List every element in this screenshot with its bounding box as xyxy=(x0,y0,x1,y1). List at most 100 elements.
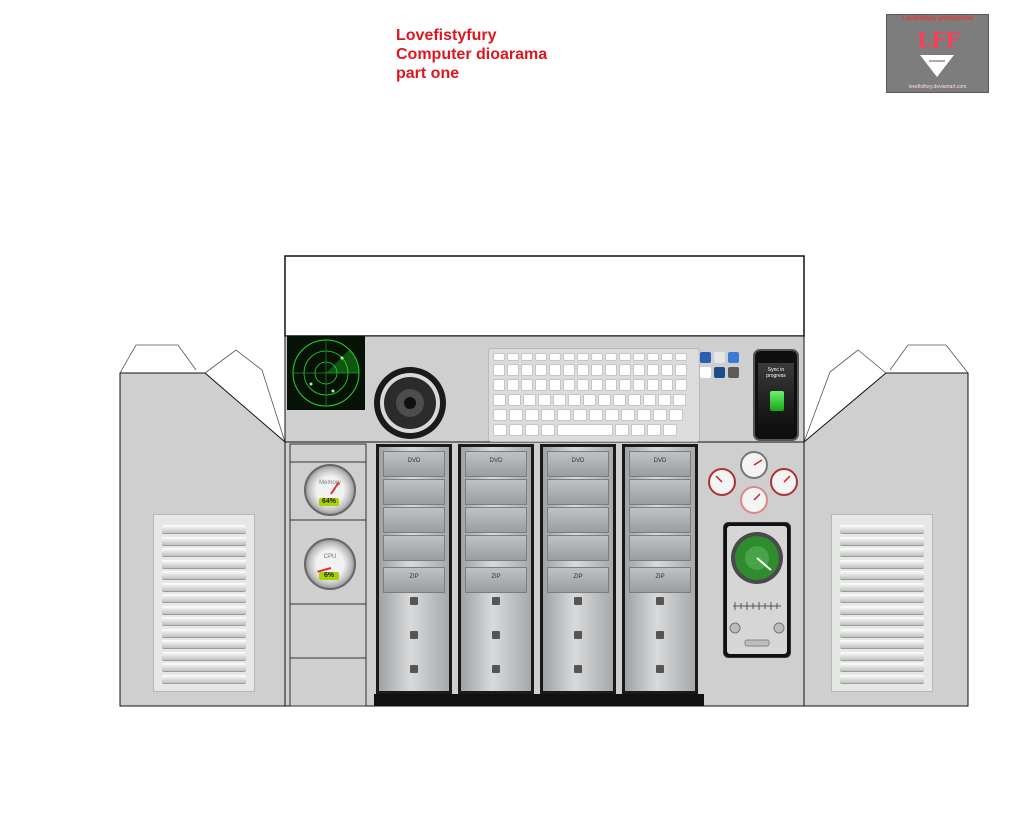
vent-slat xyxy=(840,651,924,661)
keyboard-key xyxy=(573,409,587,421)
zip-label: ZIP xyxy=(655,574,665,580)
drive-bay xyxy=(383,535,445,561)
keyboard-key xyxy=(619,364,631,376)
app-icons-grid xyxy=(700,352,739,378)
keyboard-key xyxy=(661,353,673,361)
keyboard-key xyxy=(663,424,677,436)
drive-label: DVD xyxy=(407,458,421,464)
keyboard-key xyxy=(507,353,519,361)
zip-label: ZIP xyxy=(573,574,583,580)
vent-slat xyxy=(840,525,924,534)
keyboard-key xyxy=(563,353,575,361)
keyboard-key xyxy=(549,353,561,361)
keyboard-key xyxy=(675,379,687,391)
zip-label: ZIP xyxy=(409,574,419,580)
usb-port-icon xyxy=(574,665,582,673)
usb-port-icon xyxy=(656,631,664,639)
keyboard xyxy=(488,348,700,442)
memory-gauge-readout: 64% xyxy=(319,498,339,506)
usb-port-icon xyxy=(410,631,418,639)
keyboard-key xyxy=(493,364,505,376)
zip-drive-bay: ZIP xyxy=(629,567,691,593)
optical-drive-bay: DVD xyxy=(547,451,609,477)
power-button-icon xyxy=(492,597,500,605)
title-line-1: Lovefistyfury xyxy=(396,27,497,44)
keyboard-key xyxy=(535,379,547,391)
keyboard-key xyxy=(508,394,521,406)
keyboard-key xyxy=(493,379,505,391)
usb-port-icon xyxy=(492,665,500,673)
keyboard-key xyxy=(525,409,539,421)
keyboard-key xyxy=(633,379,645,391)
keyboard-key xyxy=(577,353,589,361)
optical-drive-bay: DVD xyxy=(465,451,527,477)
keyboard-key xyxy=(591,379,603,391)
zip-drive-bay: ZIP xyxy=(547,567,609,593)
keyboard-key xyxy=(583,394,596,406)
zip-drive-bay: ZIP xyxy=(383,567,445,593)
keyboard-key xyxy=(507,364,519,376)
keyboard-key xyxy=(647,353,659,361)
keyboard-key xyxy=(621,409,635,421)
pc-tower-4: DVD ZIP xyxy=(622,444,698,694)
vent-slat xyxy=(162,651,246,661)
vent-slat xyxy=(162,628,246,638)
dial-icon xyxy=(740,486,768,514)
memory-gauge: Memory 64% xyxy=(304,464,356,516)
drive-bay xyxy=(547,479,609,505)
vent-slat xyxy=(840,536,924,546)
keyboard-key xyxy=(619,379,631,391)
meter-scale xyxy=(733,602,781,610)
optical-drive-bay: DVD xyxy=(629,451,691,477)
keyboard-key xyxy=(605,379,617,391)
usb-port-icon xyxy=(656,665,664,673)
keyboard-key xyxy=(598,394,611,406)
drive-label: DVD xyxy=(653,458,667,464)
drive-bay xyxy=(547,535,609,561)
vent-slat xyxy=(840,663,924,672)
keyboard-key xyxy=(535,364,547,376)
keyboard-key xyxy=(577,364,589,376)
keyboard-key xyxy=(577,379,589,391)
phone-sync-status: Sync in progress xyxy=(766,367,786,379)
vent-slat xyxy=(162,525,246,534)
green-meter-panel xyxy=(723,522,791,658)
vent-slat xyxy=(162,536,246,546)
keyboard-key xyxy=(521,364,533,376)
keyboard-key xyxy=(613,394,626,406)
keyboard-key xyxy=(631,424,645,436)
usb-port-icon xyxy=(492,631,500,639)
keyboard-key xyxy=(557,409,571,421)
battery-icon xyxy=(770,391,784,411)
drive-bay xyxy=(629,507,691,533)
vent-slat xyxy=(840,605,924,615)
vent-slat xyxy=(162,640,246,649)
zip-label: ZIP xyxy=(491,574,501,580)
right-vent-grille xyxy=(831,514,933,692)
keyboard-key xyxy=(493,424,507,436)
dial-icon xyxy=(740,451,768,479)
left-vent-grille xyxy=(153,514,255,692)
vent-slat xyxy=(840,640,924,649)
pc-tower-2: DVD ZIP xyxy=(458,444,534,694)
usb-port-icon xyxy=(574,631,582,639)
keyboard-key xyxy=(591,353,603,361)
dial-icon xyxy=(770,468,798,496)
logo-triangle-icon xyxy=(920,55,954,77)
vent-slat xyxy=(840,594,924,603)
keyboard-key xyxy=(507,379,519,391)
keyboard-key xyxy=(523,394,536,406)
keyboard-key xyxy=(675,364,687,376)
keyboard-key xyxy=(538,394,551,406)
drive-bay xyxy=(547,507,609,533)
vent-slat xyxy=(162,548,246,557)
dial-icon xyxy=(708,468,736,496)
keyboard-key xyxy=(493,409,507,421)
keyboard-key xyxy=(493,394,506,406)
keyboard-key xyxy=(675,353,687,361)
keyboard-key xyxy=(549,364,561,376)
lff-logo: Lovefistfury productions LFF lovefistfur… xyxy=(886,14,989,93)
vent-slat xyxy=(840,559,924,569)
radar-display xyxy=(287,336,365,410)
keyboard-key xyxy=(661,364,673,376)
